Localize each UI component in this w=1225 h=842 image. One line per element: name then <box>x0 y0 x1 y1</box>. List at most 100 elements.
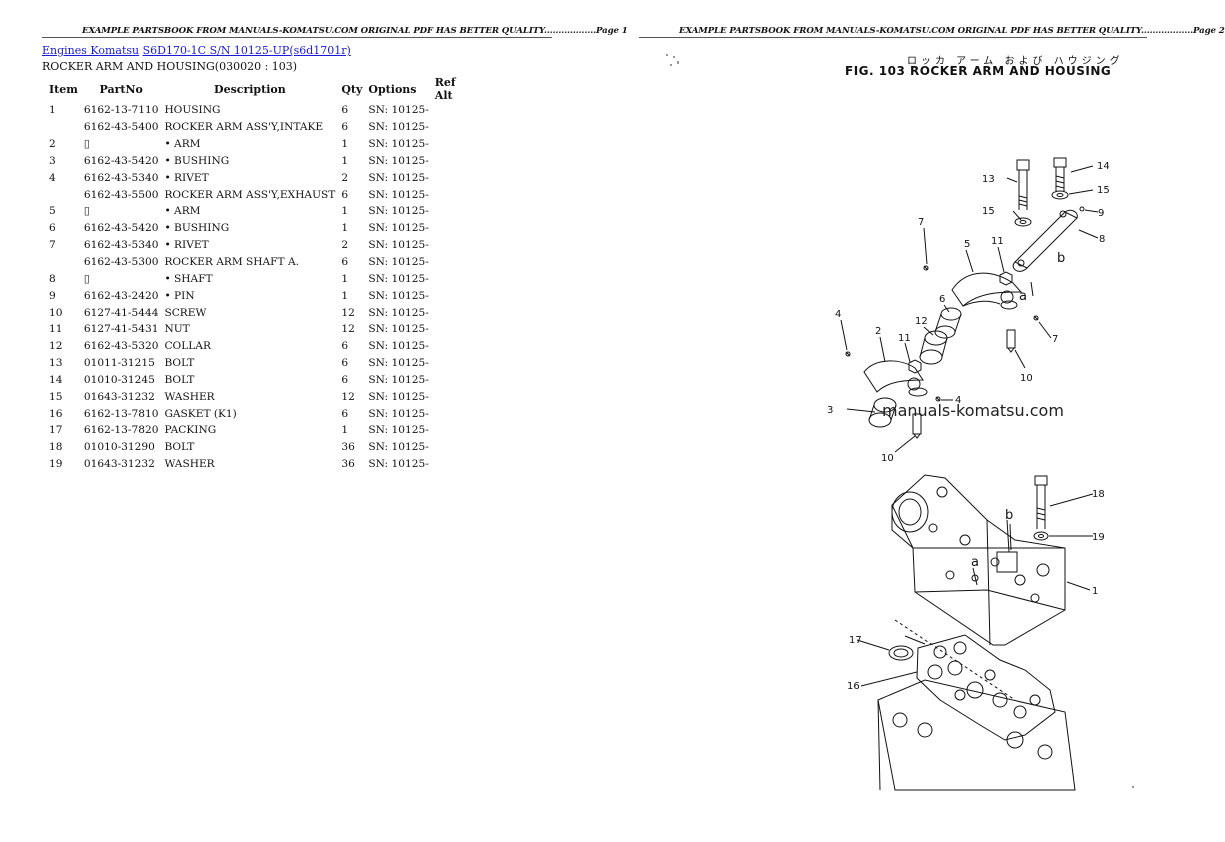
cell-ref-alt <box>432 254 478 271</box>
cell-partno: ▯ <box>83 138 90 151</box>
callout-10: 10 <box>1020 373 1033 384</box>
cell-options: SN: 10125- <box>368 306 429 319</box>
cell-qty: 12 <box>341 306 355 319</box>
exploded-parts-diagram: 13 14 15 15 9 8 7 5 11 6 12 7 10 4 2 11 … <box>666 54 1134 791</box>
cell-ref-alt <box>432 186 478 203</box>
cell-ref-alt <box>432 270 478 287</box>
cell-description: • ARM <box>164 205 201 218</box>
cell-qty: 6 <box>341 373 349 386</box>
cell-qty: 1 <box>341 205 349 218</box>
callout-4: 4 <box>835 309 841 320</box>
cell-qty: 2 <box>341 239 349 252</box>
cell-item: 17 <box>49 424 63 437</box>
cell-ref-alt <box>432 287 478 304</box>
cell-item: 6 <box>49 222 56 235</box>
col-header-ref-alt: Ref Alt <box>434 76 456 102</box>
cell-qty: 6 <box>341 340 349 353</box>
callout-1: 1 <box>1092 586 1098 597</box>
cell-partno: 6162-13-7110 <box>83 104 159 117</box>
cell-options: SN: 10125- <box>368 171 429 184</box>
cell-qty: 12 <box>341 323 355 336</box>
cell-ref-alt <box>432 338 478 355</box>
cell-qty: 1 <box>341 424 349 437</box>
cell-partno: 6162-43-5420 <box>83 154 159 167</box>
header-rule <box>42 37 552 38</box>
cell-options: SN: 10125- <box>368 256 429 269</box>
cell-item: 1 <box>49 104 56 117</box>
cell-item: 16 <box>49 407 63 420</box>
cell-options: SN: 10125- <box>368 154 429 167</box>
cell-item: 5 <box>49 205 56 218</box>
cell-options: SN: 10125- <box>368 205 429 218</box>
breadcrumb-link-engines[interactable]: Engines Komatsu <box>42 44 140 57</box>
cell-qty: 2 <box>341 171 349 184</box>
breadcrumb-link-model[interactable]: S6D170-1C S/N 10125-UP(s6d1701r) <box>142 44 351 57</box>
ref-letter-a: a <box>971 555 979 570</box>
cell-options: SN: 10125- <box>368 222 429 235</box>
callout-19: 19 <box>1092 532 1105 543</box>
callout-3: 3 <box>827 405 833 416</box>
cell-options: SN: 10125- <box>368 323 429 336</box>
figure-title-japanese: ロッカ アーム および ハウジング <box>907 56 1124 67</box>
page-header: EXAMPLE PARTSBOOK FROM MANUALS-KOMATSU.C… <box>679 26 1225 36</box>
cell-ref-alt <box>432 203 478 220</box>
cell-description: ROCKER ARM ASS'Y,INTAKE <box>164 121 324 134</box>
callout-17: 17 <box>849 635 862 646</box>
cell-ref-alt <box>432 372 478 389</box>
cell-qty: 1 <box>341 138 349 151</box>
callout-7: 7 <box>918 217 924 228</box>
cell-ref-alt <box>432 102 478 119</box>
cell-partno: 01643-31232 <box>83 458 155 471</box>
cell-partno: 6162-43-5300 <box>83 256 159 269</box>
cell-qty: 6 <box>341 407 349 420</box>
cell-description: • PIN <box>164 289 195 302</box>
callout-18: 18 <box>1092 489 1105 500</box>
cell-item <box>43 119 81 136</box>
cell-ref-alt <box>432 456 478 473</box>
cell-options: SN: 10125- <box>368 289 429 302</box>
cell-options: SN: 10125- <box>368 441 429 454</box>
cell-item: 8 <box>49 272 56 285</box>
gasket-drawing <box>856 619 1076 791</box>
callout-11: 11 <box>991 236 1004 247</box>
cell-item: 2 <box>49 138 56 151</box>
cell-qty: 6 <box>341 188 349 201</box>
header-rule <box>639 37 1147 38</box>
cell-partno: 01010-31290 <box>83 441 155 454</box>
cell-qty: 1 <box>341 272 349 285</box>
cell-options: SN: 10125- <box>368 407 429 420</box>
cell-partno: 6162-43-5320 <box>83 340 159 353</box>
parts-list-page: EXAMPLE PARTSBOOK FROM MANUALS-KOMATSU.C… <box>0 0 628 842</box>
cell-description: • BUSHING <box>164 222 230 235</box>
cell-description: ROCKER ARM SHAFT A. <box>164 256 299 269</box>
cell-qty: 6 <box>341 104 349 117</box>
cell-options: SN: 10125- <box>368 357 429 370</box>
cell-options: SN: 10125- <box>368 104 429 117</box>
callout-4: 4 <box>955 395 961 406</box>
callout-13: 13 <box>982 174 995 185</box>
cell-description: ROCKER ARM ASS'Y,EXHAUST <box>164 188 336 201</box>
cell-description: BOLT <box>164 357 195 370</box>
cell-partno: 6162-43-5340 <box>83 239 159 252</box>
cell-qty: 6 <box>341 357 349 370</box>
cell-description: COLLAR <box>164 340 211 353</box>
reference-letters: b a b a <box>971 251 1065 570</box>
ref-letter-b: b <box>1057 251 1065 266</box>
cell-ref-alt <box>432 405 478 422</box>
cell-description: SCREW <box>164 306 207 319</box>
cell-item: 14 <box>49 373 63 386</box>
callout-10: 10 <box>881 453 894 464</box>
cell-partno: 6162-43-2420 <box>83 289 159 302</box>
